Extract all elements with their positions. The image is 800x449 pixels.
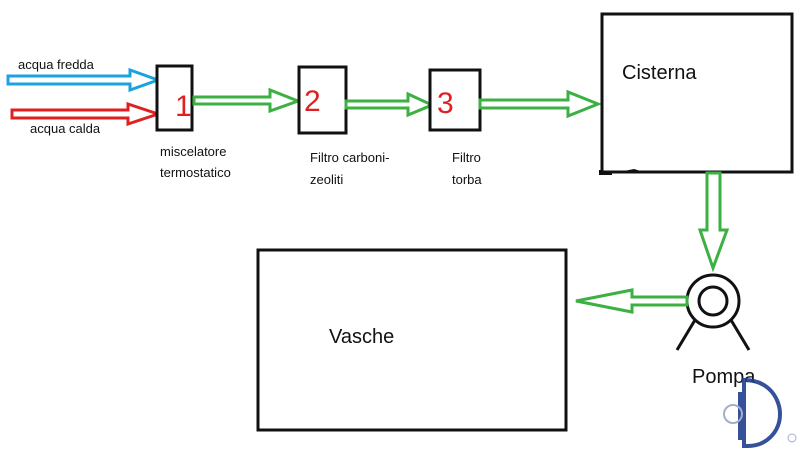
- stage-1-number: 1: [175, 90, 192, 123]
- pump-label: Pompa: [692, 366, 756, 388]
- flow-arrow-mixer-to-filter2: [192, 87, 303, 114]
- flow-arrow-filter2-to-filter3: [344, 91, 436, 118]
- flow-arrow-tank-to-pump: [697, 171, 730, 273]
- mixer-label-line2: termostatico: [160, 165, 231, 180]
- mixer-box: [155, 64, 194, 132]
- tank-label: Cisterna: [622, 62, 697, 84]
- mixer-label-line1: miscelatore: [160, 144, 226, 159]
- filter3-label-line2: torba: [452, 172, 482, 187]
- hot-water-arrow: [10, 101, 163, 127]
- basins-label: Vasche: [329, 326, 394, 348]
- stage-3-number: 3: [437, 87, 454, 120]
- flow-arrow-filter3-to-tank: [478, 89, 603, 119]
- cold-water-arrow: [6, 67, 163, 93]
- cold-water-label: acqua fredda: [18, 57, 95, 72]
- carbon-zeolite-filter-box: [297, 65, 348, 135]
- flow-arrow-pump-to-basins: [575, 288, 689, 314]
- tank-outlet-mark: [599, 168, 641, 175]
- stage-2-number: 2: [304, 85, 321, 118]
- basins-box: [256, 248, 568, 432]
- watermark-logo-icon: [723, 377, 797, 448]
- pump-icon: [675, 273, 751, 351]
- tank-box: [600, 12, 794, 174]
- filter2-label-line2: zeoliti: [310, 172, 343, 187]
- filter2-label-line1: Filtro carboni-: [310, 150, 389, 165]
- filter3-label-line1: Filtro: [452, 150, 481, 165]
- hot-water-label: acqua calda: [30, 121, 101, 136]
